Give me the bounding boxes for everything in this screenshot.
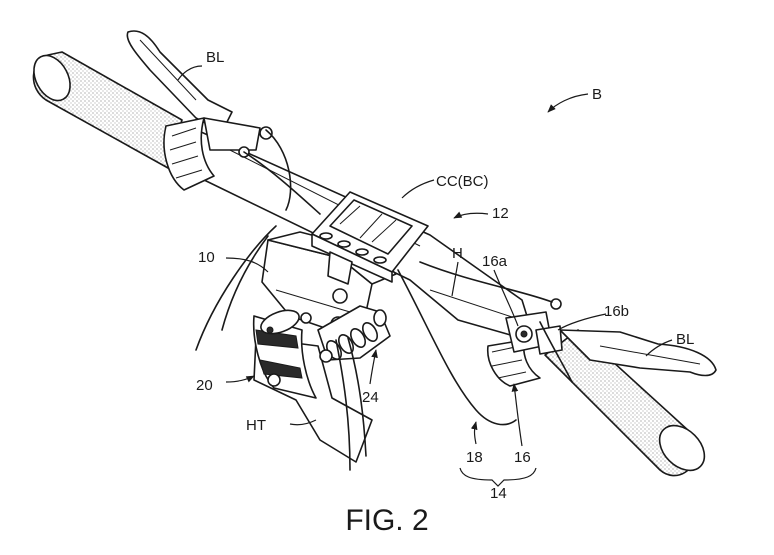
label-18: 18 bbox=[466, 449, 483, 466]
leader-lines bbox=[177, 65, 673, 487]
label-16a: 16a bbox=[482, 253, 508, 270]
suspension-spring bbox=[317, 305, 391, 363]
label-cc-bc: CC(BC) bbox=[436, 173, 489, 190]
left-brake-lever bbox=[126, 30, 273, 191]
label-bl-right: BL bbox=[676, 331, 694, 348]
label-20: 20 bbox=[196, 377, 213, 394]
label-14: 14 bbox=[490, 485, 507, 502]
label-16: 16 bbox=[514, 449, 531, 466]
right-brake-lever bbox=[486, 298, 717, 387]
label-16b: 16b bbox=[604, 303, 629, 320]
head-tube bbox=[252, 309, 373, 463]
label-10: 10 bbox=[198, 249, 215, 266]
label-ht: HT bbox=[246, 417, 266, 434]
label-b: B bbox=[592, 86, 602, 103]
cycle-computer bbox=[311, 191, 429, 285]
figure-caption: FIG. 2 bbox=[345, 504, 428, 537]
label-12: 12 bbox=[492, 205, 509, 222]
label-h: H bbox=[452, 245, 463, 262]
cables bbox=[195, 129, 573, 471]
label-bl-left: BL bbox=[206, 49, 224, 66]
label-24: 24 bbox=[362, 389, 379, 406]
